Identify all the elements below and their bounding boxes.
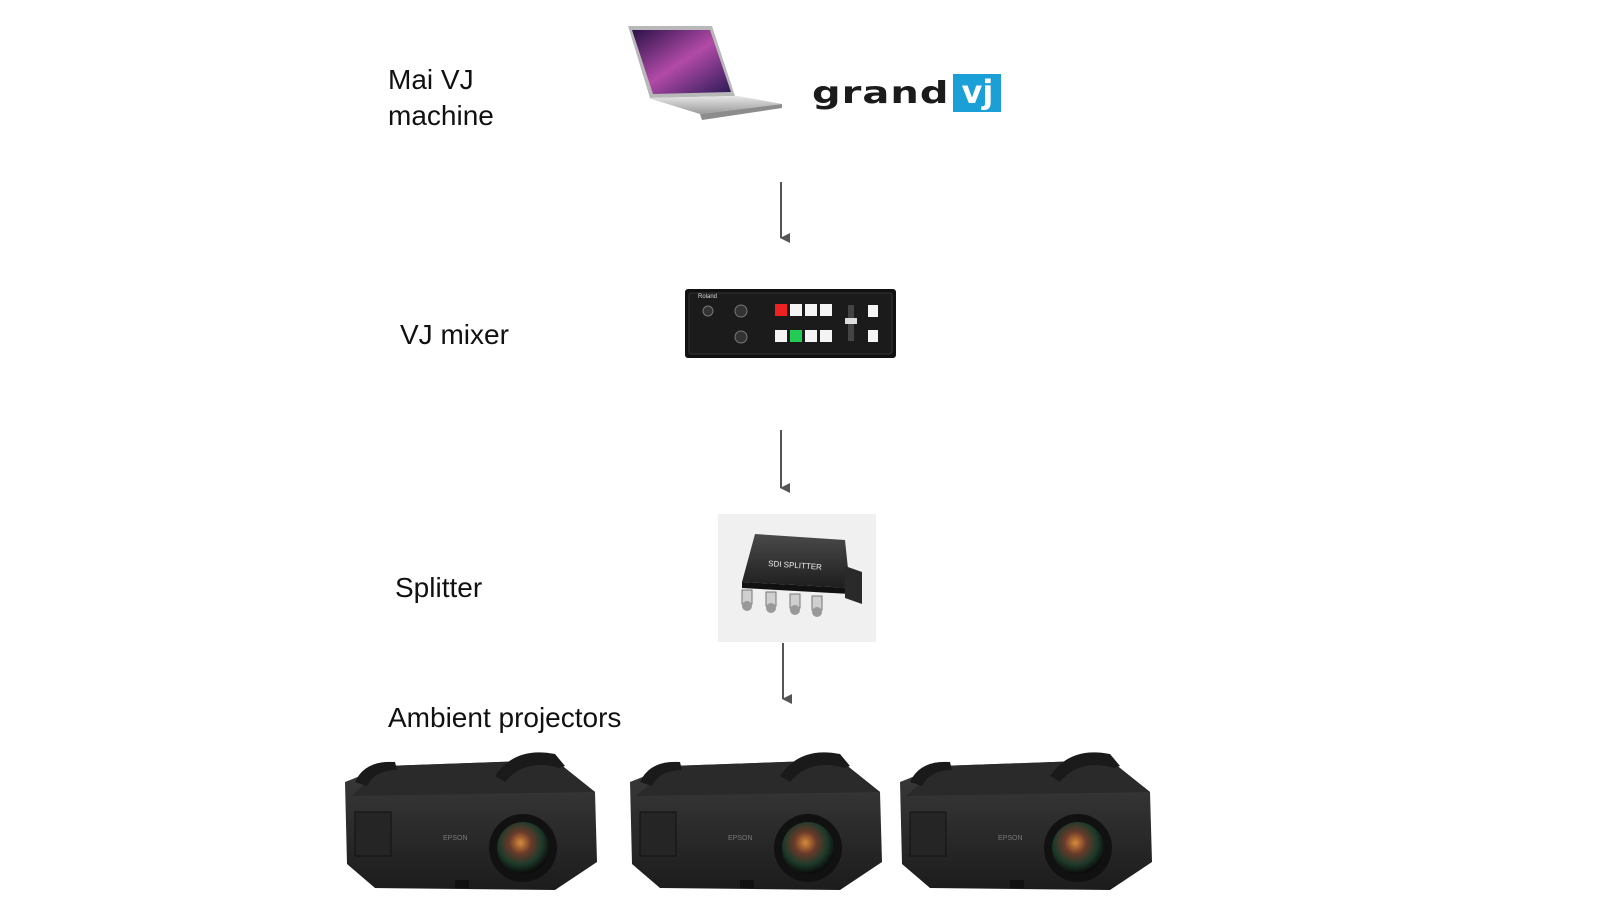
projector-brand: EPSON xyxy=(728,835,753,842)
label-splitter: Splitter xyxy=(395,572,483,603)
splitter-label: SDI SPLITTER xyxy=(768,559,823,572)
label-vj-machine-line2: machine xyxy=(388,100,494,131)
grandvj-logo-word: grand xyxy=(812,75,950,111)
label-vj-machine: Mai VJ machine xyxy=(388,62,494,134)
projector-icon: EPSON xyxy=(630,752,882,890)
video-mixer-icon: Roland xyxy=(685,289,896,358)
projector-icon: EPSON xyxy=(900,752,1152,890)
projector-icon: EPSON xyxy=(345,752,597,890)
projector-brand: EPSON xyxy=(998,835,1023,842)
mixer-brand-text: Roland xyxy=(698,294,717,300)
label-vj-mixer: VJ mixer xyxy=(400,319,509,350)
projector-brand: EPSON xyxy=(443,835,468,842)
label-vj-machine-line1: Mai VJ xyxy=(388,64,474,95)
label-ambient-projectors: Ambient projectors xyxy=(388,702,622,733)
grandvj-logo-badge: vj xyxy=(953,74,1002,112)
sdi-splitter-icon: SDI SPLITTER xyxy=(718,514,876,642)
laptop-icon xyxy=(628,26,782,120)
